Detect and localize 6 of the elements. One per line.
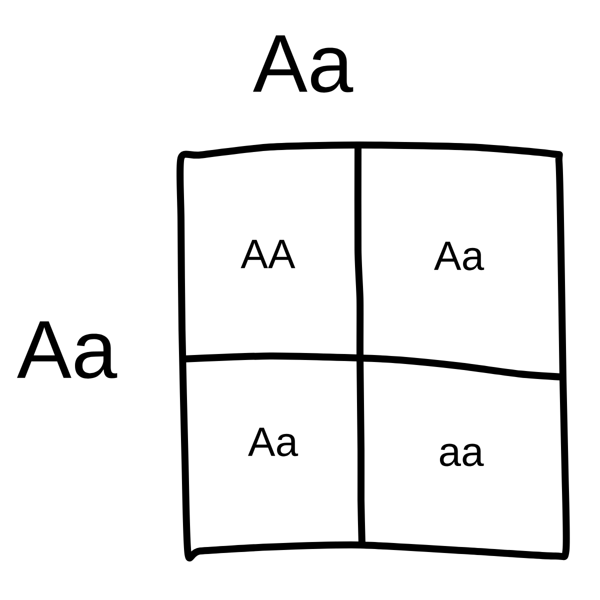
parent-genotype: Aa — [17, 321, 118, 379]
offspring-genotype: Aa — [434, 242, 484, 270]
offspring-genotype: Aa — [248, 428, 298, 456]
parent-genotype: Aa — [253, 35, 354, 93]
offspring-genotype: AA — [240, 240, 296, 268]
offspring-genotype: aa — [440, 444, 484, 466]
